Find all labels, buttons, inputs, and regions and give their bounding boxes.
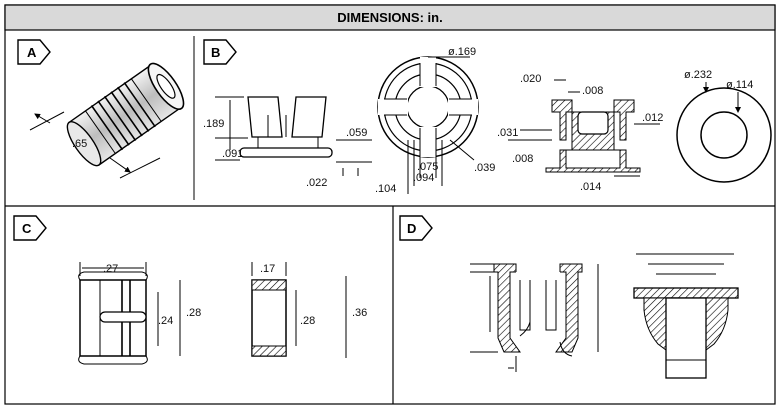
dim-b-slot-c: .104 xyxy=(375,183,396,195)
header-title: DIMENSIONS: in. xyxy=(337,10,442,25)
d-75-arc xyxy=(559,341,573,357)
dim-a-arrow-left xyxy=(34,113,51,124)
dim-b-ring-inner: ø.114 xyxy=(726,79,753,91)
b-section-view xyxy=(545,99,641,173)
b-side-view xyxy=(239,96,333,158)
dim-b-flange: .012 xyxy=(642,112,663,124)
panel-c: C .27 .24 .28 .17 .28 .36 xyxy=(13,215,367,365)
dim-b-base-height: .022 xyxy=(306,177,327,189)
dim-b-slot-d: .039 xyxy=(474,162,495,174)
dim-b-top-width: .020 xyxy=(520,73,541,85)
panel-b-label: B xyxy=(211,45,220,60)
d-section-view xyxy=(493,263,583,353)
panel-b: B .189 .091 .059 .022 xyxy=(203,39,772,195)
d-30-arc xyxy=(519,321,531,337)
dim-a-length: .65 xyxy=(72,138,87,150)
standoff-3d-view xyxy=(66,62,185,167)
dim-c-outer-h: .28 xyxy=(186,307,201,319)
dim-b-side-step2: .008 xyxy=(512,153,533,165)
dim-b-slot-b: .094 xyxy=(413,172,434,184)
header-bar xyxy=(4,4,776,31)
panel-a-label-tag xyxy=(17,39,51,65)
panel-d-label-tag xyxy=(399,215,433,241)
dim-b-slot-depth: .059 xyxy=(346,127,367,139)
dim-b-outer-dia: ø.169 xyxy=(448,46,476,58)
dim-a-arrow-right xyxy=(109,157,131,173)
b-top-view xyxy=(377,56,479,158)
dim-c-sec-inner: .28 xyxy=(300,315,315,327)
panel-c-label: C xyxy=(22,221,32,236)
panel-d: D xyxy=(399,215,739,379)
dim-a-ext-right xyxy=(119,157,161,179)
panel-a-label: A xyxy=(27,45,37,60)
c-side-view xyxy=(78,271,148,365)
dim-b-height: .189 xyxy=(203,118,224,130)
panel-b-label-tag xyxy=(203,39,237,65)
dim-c-sec-outer: .36 xyxy=(352,307,367,319)
dim-c-sec-width: .17 xyxy=(260,263,275,275)
panel-d-label: D xyxy=(407,221,416,236)
dim-b-slot-a: .075 xyxy=(417,161,438,173)
dim-b-bottom-step: .014 xyxy=(580,181,601,193)
dim-c-width: .27 xyxy=(103,263,118,275)
panel-c-label-tag xyxy=(13,215,47,241)
c-section-view xyxy=(251,279,287,357)
dim-b-ring-outer: ø.232 xyxy=(684,69,712,81)
d-3d-view xyxy=(633,287,739,379)
dim-b-top-gap: .008 xyxy=(582,85,603,97)
panel-a: A .65 xyxy=(17,39,185,179)
b-039-leader xyxy=(449,139,475,161)
dim-b-base: .091 xyxy=(222,148,243,160)
dim-c-inner-h: .24 xyxy=(158,315,173,327)
dim-b-side-step: .031 xyxy=(497,127,518,139)
b-ring-view xyxy=(676,87,772,183)
